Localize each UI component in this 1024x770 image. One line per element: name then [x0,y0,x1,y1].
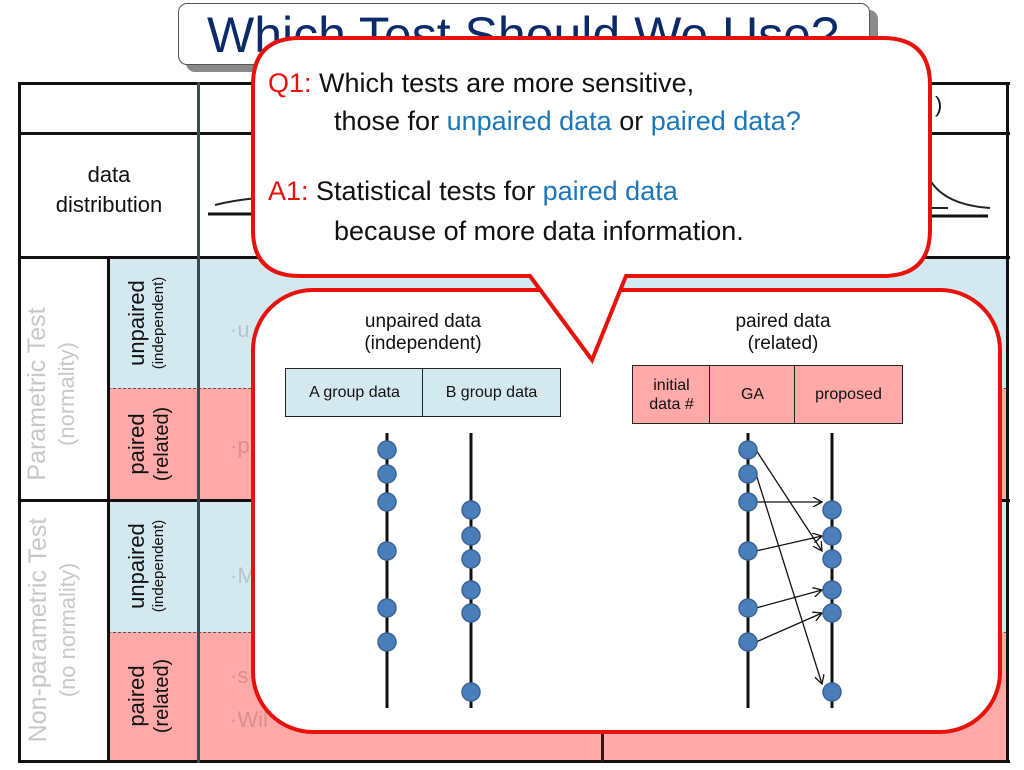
q1-highlight-unpaired: unpaired data [446,106,612,136]
paired-title-line2: (related) [747,333,819,354]
a-group-data-point [377,440,397,460]
row2-left-fragment: ·p [230,433,250,458]
ga-data-point [738,541,758,561]
a-group-data-point [377,598,397,618]
data-distribution-line1: data [87,162,131,187]
proposed-data-point [822,603,842,623]
b-group-data-point [461,549,481,569]
proposed-data-point [822,549,842,569]
header-right-fragment: ) [935,92,943,117]
b-group-data-point [461,500,481,520]
q1-line1: Q1: Which tests are more sensitive, [268,70,694,97]
proposed-header: proposed [794,365,903,424]
a1-line1: A1: Statistical tests for paired data [268,178,678,205]
pair-link-arrow [755,536,822,552]
table-border-left [18,82,21,763]
data-distribution-label: data distribution [21,160,197,220]
pair-link-arrow [755,473,822,684]
q1-highlight-paired: paired data? [650,106,801,136]
ga-data-point [738,464,758,484]
a1-line1-pre: Statistical tests for [316,176,543,206]
table-border-right [1006,82,1009,763]
table-line-subcol [107,256,110,763]
row4-left-fragment-1: ·s [230,663,249,688]
paired-title: paired data (related) [673,311,893,355]
proposed-data-point [822,682,842,702]
b-group-data-point [461,682,481,702]
q1-text-line1: Which tests are more sensitive, [319,68,695,98]
q1-line2-pre: those for [334,106,447,136]
pair-link-arrow [755,449,822,551]
proposed-data-point [822,526,842,546]
row1-left-fragment: ·u [230,317,250,342]
b-group-data-point [461,580,481,600]
row4-left-fragment-2: ·Wil [230,707,268,732]
b-group-header: B group data [422,368,561,417]
q1-line2: those for unpaired data or paired data? [334,108,801,135]
table-line-col1 [197,82,200,763]
b-group-data-point [461,603,481,623]
ga-data-point [738,440,758,460]
b-group-data-point [461,526,481,546]
q1-line2-mid: or [611,106,651,136]
proposed-data-point [822,500,842,520]
table-border-bottom [18,760,1010,763]
a-group-data-point [377,632,397,652]
a-group-data-point [377,464,397,484]
q1-label: Q1: [268,68,312,98]
proposed-data-point [822,580,842,600]
paired-title-line1: paired data [735,311,831,332]
ga-data-point [738,632,758,652]
a-group-data-point [377,541,397,561]
unpaired-title-line2: (independent) [364,333,482,354]
ga-data-point [738,598,758,618]
a-group-header: A group data [285,368,424,417]
data-distribution-line2: distribution [55,192,163,217]
callout-top-shape [251,36,932,365]
unpaired-title: unpaired data (independent) [313,311,533,355]
a1-highlight-paired: paired data [542,176,678,206]
ga-data-point [738,492,758,512]
a-group-data-point [377,492,397,512]
pair-link-arrow [755,613,822,643]
ga-header: GA [709,365,796,424]
table-line-col2 [601,720,604,762]
a1-label: A1: [268,176,309,206]
unpaired-title-line1: unpaired data [364,311,482,332]
pair-link-arrow [755,590,822,609]
initial-data-header: initial data # [632,365,711,424]
a1-line2: because of more data information. [334,216,744,246]
